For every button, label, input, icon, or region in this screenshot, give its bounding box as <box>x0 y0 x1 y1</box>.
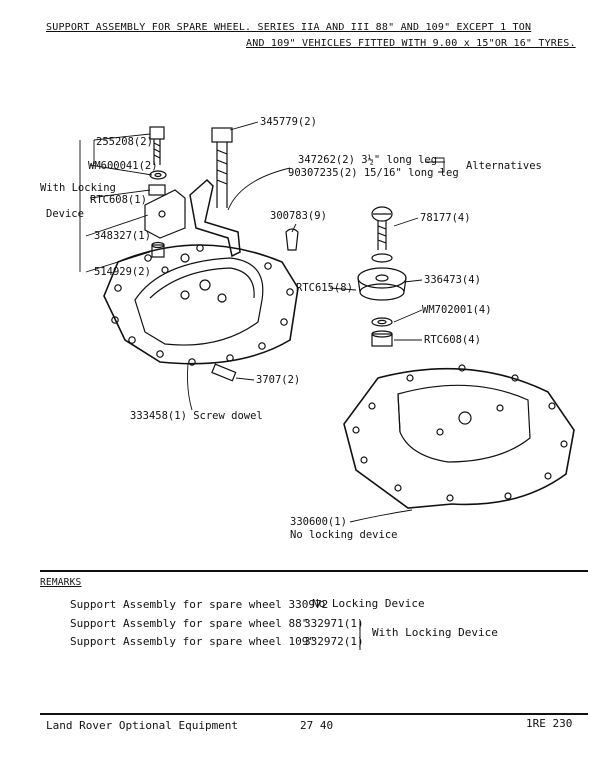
callout-330600: 330600(1) <box>290 516 347 528</box>
header-line-2: AND 109" VEHICLES FITTED WITH 9.00 x 15"… <box>246 38 576 49</box>
callout-device: Device <box>46 208 84 220</box>
support-plate-locking <box>103 244 299 366</box>
remarks-divider <box>40 570 588 572</box>
remarks-row-1-note: No Locking Device <box>312 597 425 610</box>
bolt-345779 <box>211 127 233 208</box>
callout-348327: 348327(1) <box>94 230 151 242</box>
callout-345779: 345779(2) <box>260 116 317 128</box>
remarks-row-2: Support Assembly for spare wheel 88" <box>70 617 309 630</box>
callout-336473: 336473(4) <box>424 274 481 286</box>
bolt-255208 <box>149 126 165 165</box>
callout-rtc608-right: RTC608(4) <box>424 334 481 346</box>
remarks-row-3: Support Assembly for spare wheel 109" <box>70 635 316 648</box>
remarks-row-1: Support Assembly for spare wheel 330972 <box>70 598 329 611</box>
callout-90307235: 90307235(2) 15/16" long leg <box>288 167 459 179</box>
remarks-heading: REMARKS <box>40 577 82 588</box>
remarks-rows-2-3-note: With Locking Device <box>372 626 498 639</box>
callout-with-locking: With Locking <box>40 182 116 194</box>
callout-347262: 347262(2) 3½" long leg <box>298 154 438 166</box>
callout-300783: 300783(9) <box>270 210 327 222</box>
header-line-1: SUPPORT ASSEMBLY FOR SPARE WHEEL. SERIES… <box>46 22 532 33</box>
callout-333458: 333458(1) Screw dowel <box>130 410 263 422</box>
remarks-row-3-part: 332972(1) <box>304 635 364 648</box>
leader-lines <box>79 121 445 523</box>
support-plate-330600 <box>343 364 575 509</box>
callout-rtc615: RTC615(8) <box>296 282 353 294</box>
callout-alternatives: Alternatives <box>466 160 542 172</box>
callout-514929: 514929(2) <box>94 266 151 278</box>
callout-wm600041: WM600041(2) <box>88 160 158 172</box>
footer-left: Land Rover Optional Equipment <box>46 719 239 732</box>
footer-reference: 1RE 230 <box>526 717 573 730</box>
callout-3707: 3707(2) <box>256 374 301 386</box>
footer-divider <box>40 713 588 715</box>
screw-78177 <box>371 206 393 250</box>
callout-wm702001: WM702001(4) <box>422 304 492 316</box>
callout-rtc608-left: RTC608(1) <box>90 194 147 206</box>
callout-78177: 78177(4) <box>420 212 471 224</box>
footer-page-number: 27 40 <box>300 719 334 732</box>
callout-255208: 255208(2) <box>96 136 153 148</box>
remarks-row-2-part: 332971(1) <box>304 617 364 630</box>
callout-no-locking: No locking device <box>290 529 398 541</box>
